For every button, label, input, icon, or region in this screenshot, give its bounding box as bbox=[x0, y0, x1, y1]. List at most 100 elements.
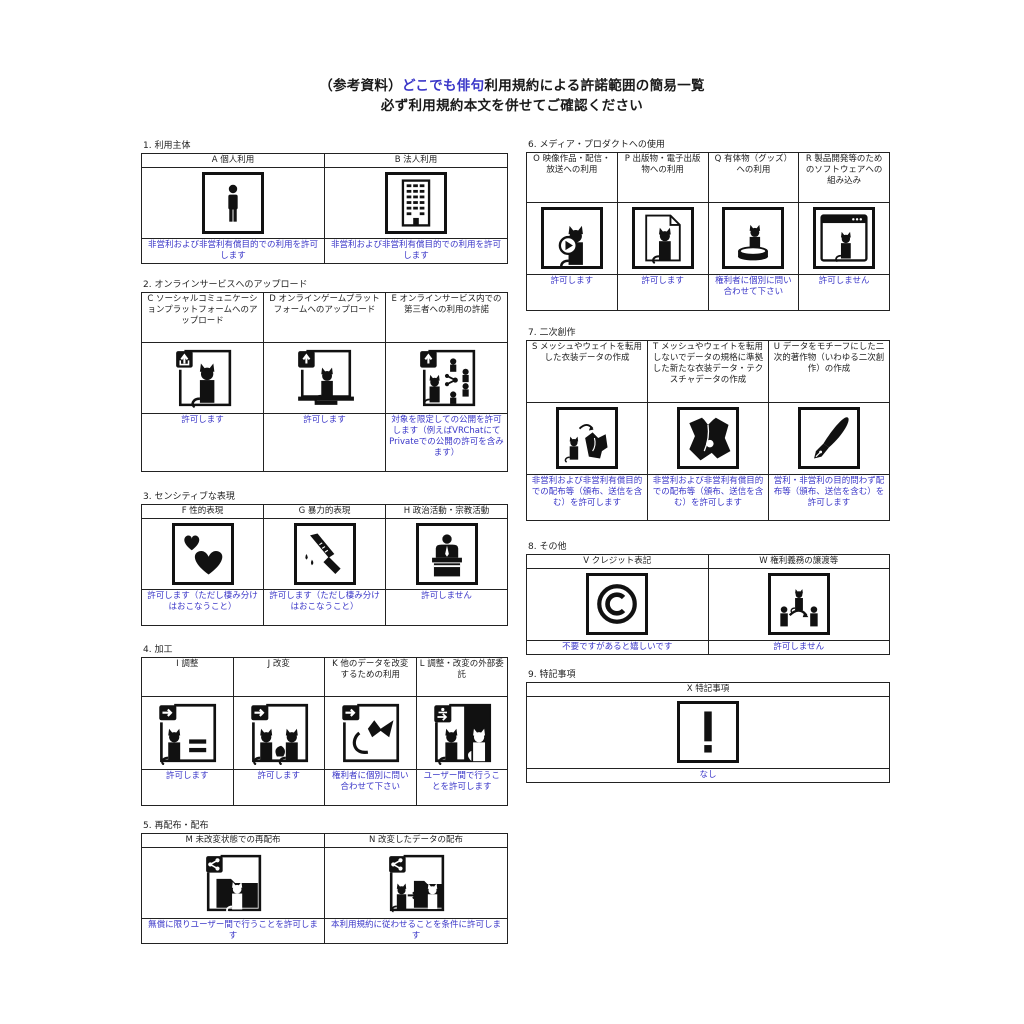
speaker-podium-icon bbox=[415, 523, 478, 585]
permission-text: 不要ですがあると嬉しいです bbox=[526, 640, 709, 655]
item-label: R 製品開発等のためのソフトウェアへの組み込み bbox=[798, 152, 890, 203]
permission-text: 権利者に個別に問い合わせて下さい bbox=[707, 274, 800, 311]
permission-text: 権利者に個別に問い合わせて下さい bbox=[324, 769, 417, 806]
clothing-icon bbox=[677, 407, 739, 469]
section-derivative-works: 7. 二次創作 S メッシュやウェイトを転用した衣装データの作成 T メッシュや… bbox=[526, 327, 890, 521]
section-redistribution: 5. 再配布・配布 M 未改変状態での再配布 N 改変したデータの配布 無償に限… bbox=[141, 820, 508, 944]
modify-icon bbox=[246, 701, 311, 765]
outsource-icon bbox=[429, 701, 494, 765]
item-label: M 未改変状態での再配布 bbox=[141, 833, 325, 848]
permission-text: 許可しません bbox=[385, 589, 508, 626]
permission-text: 許可します bbox=[141, 769, 234, 806]
pen-nib-icon bbox=[798, 407, 860, 469]
upload-game-icon bbox=[293, 347, 356, 409]
section-special-notes: 9. 特記事項 X 特記事項 なし bbox=[526, 669, 890, 783]
section-processing: 4. 加工 I 調整 J 改変 K 他のデータを改変するための利用 L 調整・改… bbox=[141, 644, 508, 806]
hearts-icon bbox=[171, 523, 234, 585]
item-label: E オンラインサービス内での第三者への利用の許諾 bbox=[385, 292, 508, 343]
section-sensitive-expression: 3. センシティブな表現 F 性的表現 G 暴力的表現 H 政治活動・宗教活動 … bbox=[141, 491, 508, 626]
permission-text: 非営利および非営利有償目的での配布等（頒布、送信を含む）を許可します bbox=[647, 474, 769, 521]
share-third-party-icon bbox=[415, 347, 478, 409]
clothing-transfer-icon bbox=[556, 407, 618, 469]
title-accent: どこでも俳句 bbox=[402, 78, 485, 94]
item-label: D オンラインゲームプラットフォームへのアップロード bbox=[263, 292, 386, 343]
section-heading: 2. オンラインサービスへのアップロード bbox=[143, 280, 308, 290]
section-heading: 1. 利用主体 bbox=[143, 141, 191, 151]
permission-text: 非営利および非営利有償目的での利用を許可します bbox=[141, 238, 325, 264]
license-table: F 性的表現 G 暴力的表現 H 政治活動・宗教活動 許可します（ただし棲み分け… bbox=[141, 504, 508, 626]
item-label: S メッシュやウェイトを転用した衣装データの作成 bbox=[526, 340, 648, 403]
parts-reuse-icon bbox=[338, 701, 403, 765]
permission-text: 許可します bbox=[526, 274, 618, 311]
item-label: W 権利義務の譲渡等 bbox=[707, 554, 890, 569]
permission-text: 非営利および非営利有償目的での配布等（頒布、送信を含む）を許可します bbox=[526, 474, 648, 521]
license-table: M 未改変状態での再配布 N 改変したデータの配布 無償に限りユーザー間で行うこ… bbox=[141, 833, 508, 944]
section-media-products: 6. メディア・プロダクトへの使用 O 映像作品・配信・放送への利用 P 出版物… bbox=[526, 139, 890, 311]
item-label: U データをモチーフにした二次的著作物（いわゆる二次創作）の作成 bbox=[768, 340, 890, 403]
item-label: G 暴力的表現 bbox=[263, 504, 386, 519]
item-label: I 調整 bbox=[141, 657, 234, 697]
software-window-icon bbox=[813, 207, 876, 269]
permission-text: 許可します bbox=[232, 769, 325, 806]
license-table: S メッシュやウェイトを転用した衣装データの作成 T メッシュやウェイトを転用し… bbox=[526, 340, 890, 521]
exclamation-icon bbox=[677, 701, 739, 763]
person-icon bbox=[202, 172, 264, 234]
section-usage-subject: 1. 利用主体 A 個人利用 B 法人利用 非営利および非営利有償目的での利用を… bbox=[141, 140, 508, 264]
section-heading: 3. センシティブな表現 bbox=[143, 492, 235, 502]
license-table: A 個人利用 B 法人利用 非営利および非営利有償目的での利用を許可します 非営… bbox=[141, 153, 508, 264]
permission-text: ユーザー間で行うことを許可します bbox=[415, 769, 508, 806]
section-heading: 9. 特記事項 bbox=[528, 670, 576, 680]
permission-text: なし bbox=[526, 768, 890, 783]
upload-avatar-icon bbox=[171, 347, 234, 409]
permission-text: 許可します bbox=[616, 274, 709, 311]
rights-transfer-icon bbox=[767, 573, 830, 635]
permission-text: 無償に限りユーザー間で行うことを許可します bbox=[141, 918, 325, 944]
permission-text: 許可しません bbox=[798, 274, 890, 311]
distribute-modified-icon bbox=[384, 852, 448, 914]
item-label: K 他のデータを改変するための利用 bbox=[324, 657, 417, 697]
section-other: 8. その他 V クレジット表記 W 権利義務の譲渡等 不要ですがあると嬉しいで… bbox=[526, 541, 890, 655]
item-label: T メッシュやウェイトを転用しないでデータの規格に準拠した新たな衣装データ・テク… bbox=[647, 340, 769, 403]
item-label: N 改変したデータの配布 bbox=[324, 833, 508, 848]
section-online-upload: 2. オンラインサービスへのアップロード C ソーシャルコミュニケーションプラッ… bbox=[141, 279, 508, 472]
item-label: P 出版物・電子出版物への利用 bbox=[616, 152, 709, 203]
item-label: Q 有体物（グッズ）への利用 bbox=[707, 152, 800, 203]
license-table: V クレジット表記 W 権利義務の譲渡等 不要ですがあると嬉しいです 許可しませ… bbox=[526, 554, 890, 655]
permission-text: 本利用規約に従わせることを条件に許可します bbox=[324, 918, 508, 944]
permission-text: 対象を限定しての公開を許可します（例えばVRChatにてPrivateでの公開の… bbox=[385, 413, 508, 472]
subtitle: 必ず利用規約本文を併せてご確認ください bbox=[380, 98, 644, 114]
permission-text: 許可します（ただし棲み分けはおこなうこと） bbox=[263, 589, 386, 626]
item-label: F 性的表現 bbox=[141, 504, 264, 519]
copyright-icon bbox=[586, 573, 649, 635]
item-label: X 特記事項 bbox=[526, 682, 890, 697]
section-heading: 8. その他 bbox=[528, 542, 567, 552]
title-prefix: （参考資料） bbox=[319, 78, 402, 94]
item-label: O 映像作品・配信・放送への利用 bbox=[526, 152, 618, 203]
item-label: J 改変 bbox=[232, 657, 325, 697]
item-label: V クレジット表記 bbox=[526, 554, 709, 569]
permission-text: 許可します bbox=[141, 413, 264, 472]
document-title: （参考資料）どこでも俳句利用規約による許諾範囲の簡易一覧 必ず利用規約本文を併せ… bbox=[0, 76, 1024, 116]
license-table: O 映像作品・配信・放送への利用 P 出版物・電子出版物への利用 Q 有体物（グ… bbox=[526, 152, 890, 311]
permission-text: 非営利および非営利有償目的での利用を許可します bbox=[324, 238, 508, 264]
item-label: L 調整・改変の外部委託 bbox=[415, 657, 508, 697]
license-table: I 調整 J 改変 K 他のデータを改変するための利用 L 調整・改変の外部委託… bbox=[141, 657, 508, 806]
permission-text: 営利・非営利の目的問わず配布等（頒布、送信を含む）を許可します bbox=[768, 474, 890, 521]
section-heading: 5. 再配布・配布 bbox=[143, 821, 209, 831]
redistribute-icon bbox=[201, 852, 265, 914]
license-table: C ソーシャルコミュニケーションプラットフォームへのアップロード D オンライン… bbox=[141, 292, 508, 472]
item-label: H 政治活動・宗教活動 bbox=[385, 504, 508, 519]
title-suffix: 利用規約による許諾範囲の簡易一覧 bbox=[484, 78, 705, 94]
document-icon bbox=[631, 207, 694, 269]
video-play-icon bbox=[540, 207, 603, 269]
figure-goods-icon bbox=[722, 207, 785, 269]
knife-icon bbox=[293, 523, 356, 585]
item-label: A 個人利用 bbox=[141, 153, 325, 168]
item-label: B 法人利用 bbox=[324, 153, 508, 168]
section-heading: 7. 二次創作 bbox=[528, 328, 576, 338]
section-heading: 4. 加工 bbox=[143, 645, 173, 655]
permission-text: 許可します（ただし棲み分けはおこなうこと） bbox=[141, 589, 264, 626]
item-label: C ソーシャルコミュニケーションプラットフォームへのアップロード bbox=[141, 292, 264, 343]
permission-text: 許可しません bbox=[707, 640, 890, 655]
building-icon bbox=[385, 172, 447, 234]
